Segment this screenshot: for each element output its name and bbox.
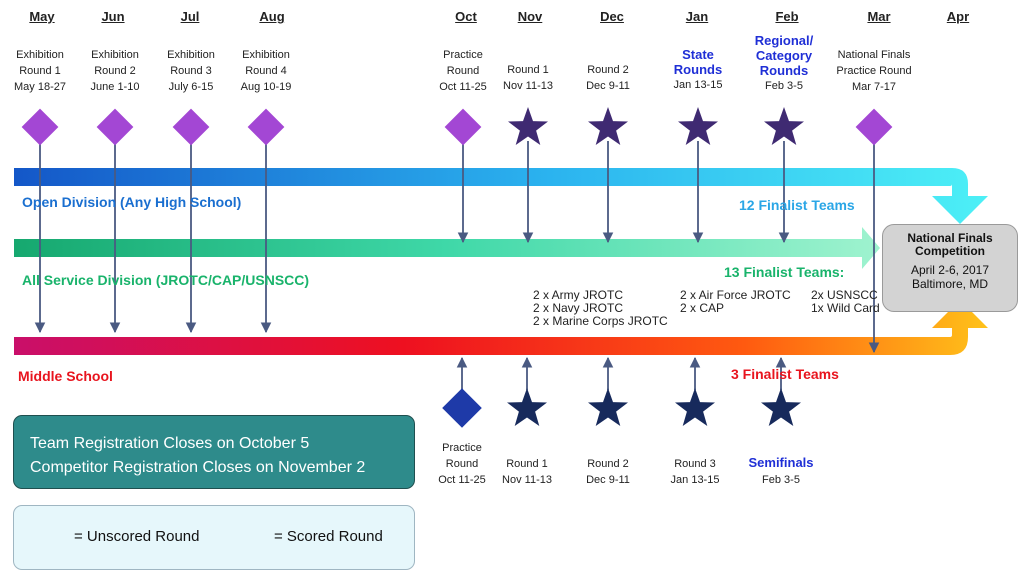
top-round-label: Exhibition Round 3 July 6-15 bbox=[167, 49, 215, 93]
allocation-airforce-cap: 2 x Air Force JROTC 2 x CAP bbox=[680, 288, 791, 315]
bottom-round-markers bbox=[442, 388, 801, 428]
unscored-diamond-icon bbox=[444, 108, 482, 146]
month-jan: Jan bbox=[685, 9, 709, 24]
month-mar: Mar bbox=[867, 9, 891, 24]
scored-star-icon bbox=[588, 107, 628, 145]
allocation-usnscc-wildcard: 2x USNSCC 1x Wild Card bbox=[811, 288, 880, 315]
scored-star-icon bbox=[761, 388, 801, 426]
unscored-diamond-icon bbox=[21, 108, 59, 146]
all-service-division-arrow bbox=[14, 227, 880, 269]
unscored-diamond-icon bbox=[855, 108, 893, 146]
legend-box: = Unscored Round = Scored Round bbox=[13, 505, 415, 570]
middle-school-arrow bbox=[14, 300, 988, 355]
regional-rounds-date: Feb 3-5 bbox=[765, 80, 803, 92]
bottom-round-label: Round 2 Dec 9-11 bbox=[586, 458, 630, 486]
month-feb: Feb bbox=[775, 9, 799, 24]
regional-rounds-title: Regional/ Category Rounds bbox=[754, 33, 814, 78]
bottom-round-label: Round 1 Nov 11-13 bbox=[502, 458, 552, 486]
scored-star-icon bbox=[764, 107, 804, 145]
top-round-markers bbox=[21, 107, 893, 146]
scored-star-icon bbox=[588, 388, 628, 426]
month-nov: Nov bbox=[517, 9, 543, 24]
scored-star-icon bbox=[508, 107, 548, 145]
month-apr: Apr bbox=[946, 9, 970, 24]
middle-school-label: Middle School bbox=[18, 368, 113, 384]
unscored-diamond-icon bbox=[247, 108, 285, 146]
unscored-diamond-icon bbox=[442, 388, 482, 428]
top-round-label: National Finals Practice Round Mar 7-17 bbox=[836, 49, 912, 93]
all-service-finalists: 13 Finalist Teams: bbox=[724, 264, 845, 280]
top-round-label: Practice Round Oct 11-25 bbox=[439, 49, 487, 93]
semifinals-date: Feb 3-5 bbox=[762, 474, 800, 486]
top-round-label: Exhibition Round 1 May 18-27 bbox=[14, 49, 66, 93]
open-division-arrow bbox=[14, 168, 988, 224]
competitor-registration-text: Competitor Registration Closes on Novemb… bbox=[30, 459, 366, 476]
state-rounds-date: Jan 13-15 bbox=[673, 79, 723, 91]
scored-star-icon bbox=[678, 107, 718, 145]
national-finals-title: National Finals Competition bbox=[907, 231, 993, 258]
top-round-label: Exhibition Round 2 June 1-10 bbox=[90, 49, 140, 93]
legend-unscored-text: = Unscored Round bbox=[74, 528, 200, 545]
top-round-label: Round 2 Dec 9-11 bbox=[586, 64, 630, 92]
unscored-diamond-icon bbox=[172, 108, 210, 146]
month-dec: Dec bbox=[600, 9, 624, 24]
middle-finalists: 3 Finalist Teams bbox=[731, 366, 839, 382]
legend-scored-text: = Scored Round bbox=[274, 528, 383, 545]
state-rounds-title: State Rounds bbox=[673, 47, 723, 77]
open-finalists: 12 Finalist Teams bbox=[739, 197, 855, 213]
open-division-label: Open Division (Any High School) bbox=[22, 194, 242, 210]
month-jul: Jul bbox=[180, 9, 200, 24]
semifinals-label: Semifinals bbox=[748, 455, 814, 470]
month-aug: Aug bbox=[259, 9, 285, 24]
national-finals-box: National Finals Competition April 2-6, 2… bbox=[882, 224, 1018, 312]
month-jun: Jun bbox=[101, 9, 125, 24]
allocation-army-navy-marine: 2 x Army JROTC 2 x Navy JROTC 2 x Marine… bbox=[533, 288, 668, 328]
unscored-diamond-icon bbox=[96, 108, 134, 146]
top-round-label: Round 1 Nov 11-13 bbox=[503, 64, 553, 92]
month-oct: Oct bbox=[455, 9, 477, 24]
top-round-label: Exhibition Round 4 Aug 10-19 bbox=[240, 49, 292, 93]
scored-star-icon bbox=[507, 388, 547, 426]
round-connectors bbox=[34, 141, 880, 390]
national-finals-dates: April 2-6, 2017 Baltimore, MD bbox=[910, 263, 990, 291]
all-service-division-label: All Service Division (JROTC/CAP/USNSCC) bbox=[22, 272, 310, 288]
scored-star-icon bbox=[675, 388, 715, 426]
month-may: May bbox=[29, 9, 55, 24]
bottom-round-label: Round 3 Jan 13-15 bbox=[670, 458, 720, 486]
registration-deadlines-box: Team Registration Closes on October 5 Co… bbox=[13, 415, 415, 489]
bottom-round-label: Practice Round Oct 11-25 bbox=[438, 442, 486, 486]
team-registration-text: Team Registration Closes on October 5 bbox=[30, 435, 310, 452]
